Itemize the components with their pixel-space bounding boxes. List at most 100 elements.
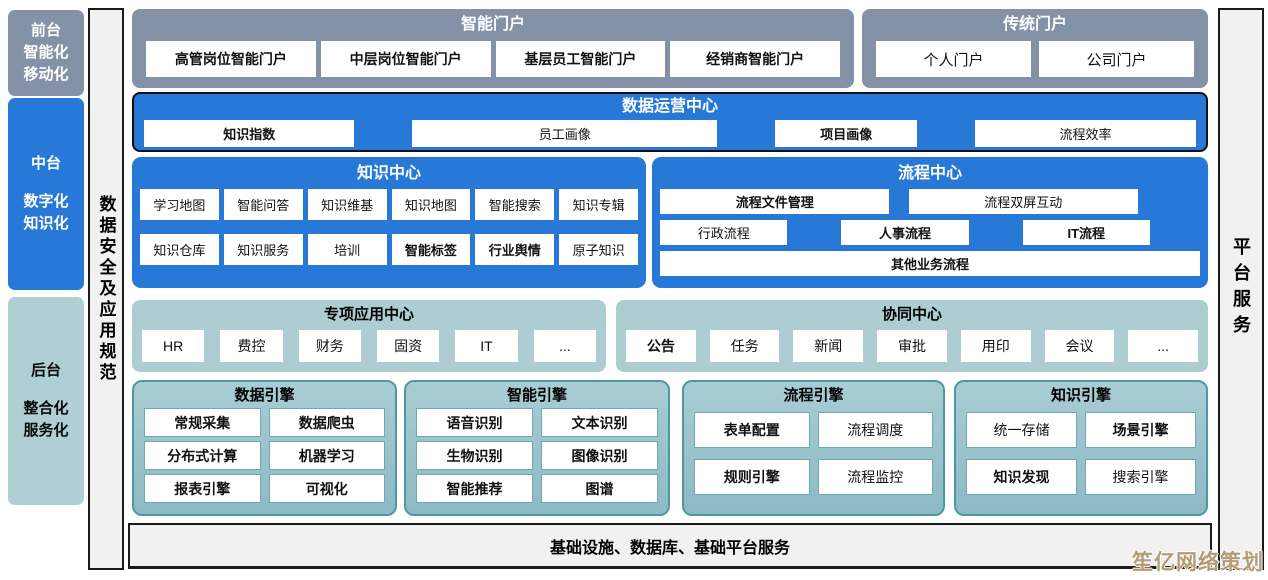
knowledge-center-item: 知识地图 [391, 189, 471, 220]
smart-portal-item: 高管岗位智能门户 [146, 41, 316, 77]
knowledge-engine: 知识引擎 统一存储场景引擎知识发现搜索引擎 [954, 380, 1208, 516]
knowledge-center-item: 知识专辑 [559, 189, 638, 220]
process-center-row: 其他业务流程 [660, 251, 1200, 276]
traditional-portal-item: 个人门户 [876, 41, 1031, 77]
data-engine-item: 报表引擎 [144, 474, 261, 503]
knowledge-engine-items: 统一存储场景引擎知识发现搜索引擎 [956, 408, 1206, 495]
smart-portal-item: 经销商智能门户 [670, 41, 840, 77]
knowledge-center-item: 智能搜索 [475, 189, 555, 220]
traditional-portal-item: 公司门户 [1039, 41, 1194, 77]
data-security-strip-label: 数据安全及应用规范 [96, 194, 116, 384]
collaboration-center-item: ... [1128, 330, 1199, 362]
data-operations-item: 知识指数 [144, 120, 355, 147]
data-operations-item: 员工画像 [412, 120, 718, 147]
data-operations-item: 流程效率 [975, 120, 1196, 147]
middle-stage-line: 知识化 [23, 214, 69, 232]
process-engine-item: 流程调度 [817, 412, 933, 448]
platform-service-strip: 平台服务 [1218, 8, 1264, 570]
special-application-item: IT [455, 330, 518, 362]
infrastructure-bar: 基础设施、数据库、基础平台服务 [128, 523, 1212, 569]
intelligent-engine-item: 智能推荐 [416, 474, 533, 503]
process-center-row: 行政流程 人事流程 IT流程 [660, 220, 1200, 245]
data-operations-items: 知识指数 员工画像 项目画像 流程效率 [134, 118, 1206, 147]
knowledge-engine-title: 知识引擎 [1050, 387, 1111, 404]
traditional-portal-title: 传统门户 [1002, 16, 1067, 33]
knowledge-center-item: 原子知识 [559, 234, 638, 265]
back-stage-line: 整合化 [23, 400, 69, 418]
sidebar-middle-stage: 中台 数字化 知识化 [8, 98, 84, 290]
knowledge-center-item: 知识维基 [307, 189, 387, 220]
process-center-item: IT流程 [1022, 220, 1150, 245]
back-stage-line: 服务化 [23, 421, 69, 439]
special-application-title: 专项应用中心 [323, 306, 414, 323]
intelligent-engine-item: 图像识别 [541, 441, 658, 470]
data-operations-item: 项目画像 [775, 120, 918, 147]
traditional-portal-section: 传统门户 个人门户公司门户 [862, 9, 1208, 88]
collaboration-center: 协同中心 公告任务新闻审批用印会议... [616, 300, 1208, 372]
intelligent-engine-item: 语音识别 [416, 408, 533, 437]
middle-stage-line: 中台 [30, 155, 61, 173]
data-security-strip: 数据安全及应用规范 [88, 8, 124, 570]
middle-stage-line: 数字化 [23, 193, 69, 211]
process-center-item: 流程文件管理 [660, 189, 890, 214]
special-application-item: 固资 [376, 330, 440, 362]
special-application-item: HR [142, 330, 205, 362]
back-stage-line: 后台 [30, 362, 61, 380]
sidebar-back-stage: 后台 整合化 服务化 [8, 297, 84, 505]
intelligent-engine-title: 智能引擎 [506, 387, 567, 404]
knowledge-center-item: 知识仓库 [140, 234, 219, 265]
knowledge-center-title: 知识中心 [356, 165, 421, 182]
collaboration-center-title: 协同中心 [881, 306, 942, 323]
process-center-title: 流程中心 [897, 165, 962, 182]
smart-portal-item: 基层员工智能门户 [495, 41, 666, 77]
knowledge-center-item: 智能问答 [223, 189, 303, 220]
smart-portal-item: 中层岗位智能门户 [320, 41, 491, 77]
front-stage-line: 移动化 [23, 65, 69, 83]
knowledge-center-item: 学习地图 [140, 189, 219, 220]
collaboration-center-item: 用印 [960, 330, 1031, 362]
special-application-item: 财务 [298, 330, 361, 362]
process-center-item: 其他业务流程 [660, 251, 1200, 276]
traditional-portal-items: 个人门户公司门户 [862, 39, 1208, 77]
data-engine-item: 可视化 [268, 474, 385, 503]
knowledge-engine-item: 场景引擎 [1085, 412, 1196, 448]
process-engine-items: 表单配置流程调度规则引擎流程监控 [684, 408, 943, 495]
process-engine: 流程引擎 表单配置流程调度规则引擎流程监控 [682, 380, 945, 516]
knowledge-center-item: 培训 [307, 234, 387, 265]
data-engine-item: 分布式计算 [144, 441, 261, 470]
smart-portal-title: 智能门户 [460, 16, 525, 33]
knowledge-center-item: 智能标签 [391, 234, 471, 265]
front-stage-line: 智能化 [23, 44, 69, 62]
infrastructure-bar-label: 基础设施、数据库、基础平台服务 [549, 539, 790, 557]
knowledge-engine-item: 搜索引擎 [1085, 459, 1196, 495]
data-engine-title: 数据引擎 [234, 387, 295, 404]
intelligent-engine: 智能引擎 语音识别文本识别生物识别图像识别智能推荐图谱 [404, 380, 670, 516]
knowledge-center-item: 知识服务 [223, 234, 303, 265]
data-engine-item: 数据爬虫 [268, 408, 385, 437]
front-stage-line: 前台 [30, 22, 61, 40]
platform-service-strip-label: 平台服务 [1231, 237, 1251, 341]
collaboration-center-item: 新闻 [793, 330, 864, 362]
intelligent-engine-item: 生物识别 [416, 441, 533, 470]
collaboration-center-item: 公告 [626, 330, 696, 362]
data-engine-item: 机器学习 [268, 441, 385, 470]
knowledge-center: 知识中心 学习地图智能问答知识维基知识地图智能搜索知识专辑知识仓库知识服务培训智… [132, 157, 646, 288]
knowledge-engine-item: 统一存储 [966, 412, 1077, 448]
process-center-item: 人事流程 [841, 220, 969, 245]
knowledge-center-item: 行业舆情 [475, 234, 555, 265]
knowledge-engine-item: 知识发现 [966, 459, 1077, 495]
collaboration-center-item: 会议 [1044, 330, 1115, 362]
collaboration-center-item: 审批 [877, 330, 947, 362]
special-application-item: 费控 [220, 330, 283, 362]
intelligent-engine-items: 语音识别文本识别生物识别图像识别智能推荐图谱 [406, 408, 668, 503]
process-engine-item: 规则引擎 [694, 459, 810, 495]
data-engine: 数据引擎 常规采集数据爬虫分布式计算机器学习报表引擎可视化 [132, 380, 397, 516]
smart-portal-items: 高管岗位智能门户中层岗位智能门户基层员工智能门户经销商智能门户 [132, 39, 854, 77]
process-center-item: 行政流程 [660, 220, 788, 245]
data-engine-item: 常规采集 [144, 408, 261, 437]
watermark-text: 笙亿网络策划 [1132, 551, 1264, 574]
